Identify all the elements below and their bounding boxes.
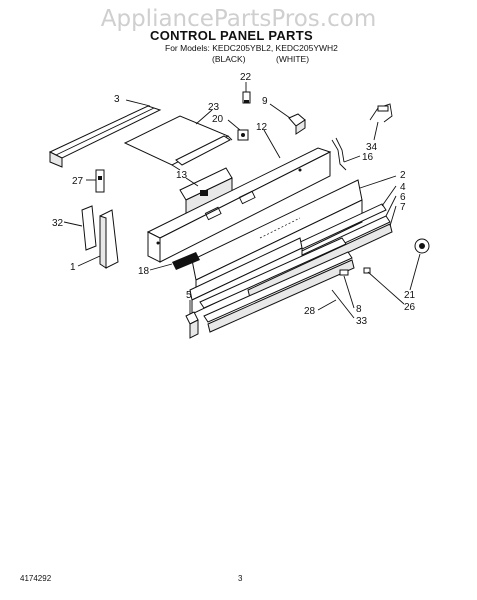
part-3-top-trim [48, 105, 162, 168]
callout-26: 26 [404, 302, 416, 313]
callout-3: 3 [114, 94, 120, 105]
callout-27: 27 [72, 176, 84, 187]
callout-28: 28 [304, 306, 316, 317]
callout-1: 1 [70, 262, 76, 273]
part-8-26-small-parts [339, 267, 371, 276]
callout-2: 2 [400, 170, 406, 181]
part-control-panel-main [146, 147, 332, 263]
variant-black-label: (BLACK) [212, 54, 246, 64]
doc-number: 4174292 [20, 574, 52, 583]
part-16-bracket [331, 137, 347, 171]
callout-6: 6 [400, 192, 406, 203]
part-23-panel-sheet [123, 115, 233, 171]
part-9-bracket [288, 113, 306, 135]
callout-9: 9 [262, 96, 268, 107]
callout-13: 13 [176, 170, 188, 181]
model-list: For Models: KEDC205YBL2, KEDC205YWH2 [165, 43, 338, 53]
part-21-knob [414, 238, 430, 254]
part-20-strip [175, 135, 231, 166]
callout-8: 8 [356, 304, 362, 315]
part-27-side-clip [95, 169, 105, 193]
callout-4: 4 [400, 182, 406, 193]
callout-16: 16 [362, 152, 374, 163]
callout-22: 22 [240, 72, 252, 83]
page-title: CONTROL PANEL PARTS [150, 28, 313, 43]
callout-leader-lines [63, 82, 421, 319]
part-32-1-end-caps [81, 205, 119, 269]
part-34-bracket [369, 103, 393, 123]
callout-33: 33 [356, 316, 368, 327]
callout-21: 21 [404, 290, 416, 301]
variant-white-label: (WHITE) [276, 54, 310, 64]
part-22-clip [242, 91, 251, 104]
page-number: 3 [238, 574, 243, 583]
callout-5: 5 [186, 290, 192, 301]
callout-23: 23 [208, 102, 220, 113]
callout-34: 34 [366, 142, 378, 153]
callout-labels: 3 22 9 23 20 12 34 16 13 2 4 6 7 27 32 1… [52, 72, 416, 327]
callout-32: 32 [52, 218, 64, 229]
callout-20: 20 [212, 114, 224, 125]
callout-7: 7 [400, 202, 406, 213]
callout-12: 12 [256, 122, 268, 133]
part-12-switch [237, 129, 249, 141]
watermark: AppliancePartsPros.com [100, 6, 377, 32]
callout-18: 18 [138, 266, 150, 277]
part-28-33-bottom-strips [185, 237, 355, 339]
